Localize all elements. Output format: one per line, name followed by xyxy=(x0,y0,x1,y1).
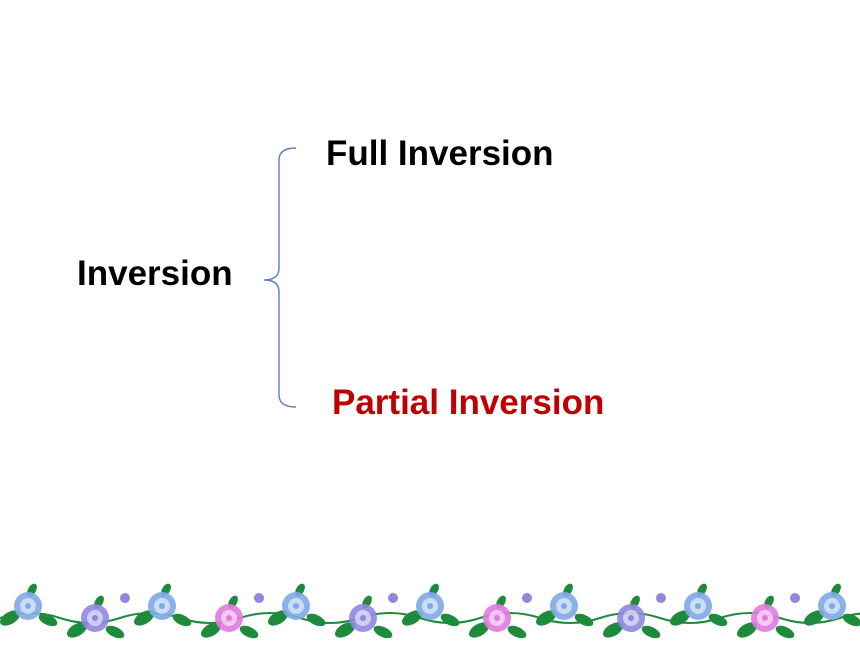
root-node-label: Inversion xyxy=(77,254,233,293)
curly-brace-connector xyxy=(263,147,297,408)
flower-vine-icon xyxy=(0,583,860,639)
branch-partial-inversion: Partial Inversion xyxy=(332,383,605,422)
branch-full-inversion: Full Inversion xyxy=(326,134,554,173)
